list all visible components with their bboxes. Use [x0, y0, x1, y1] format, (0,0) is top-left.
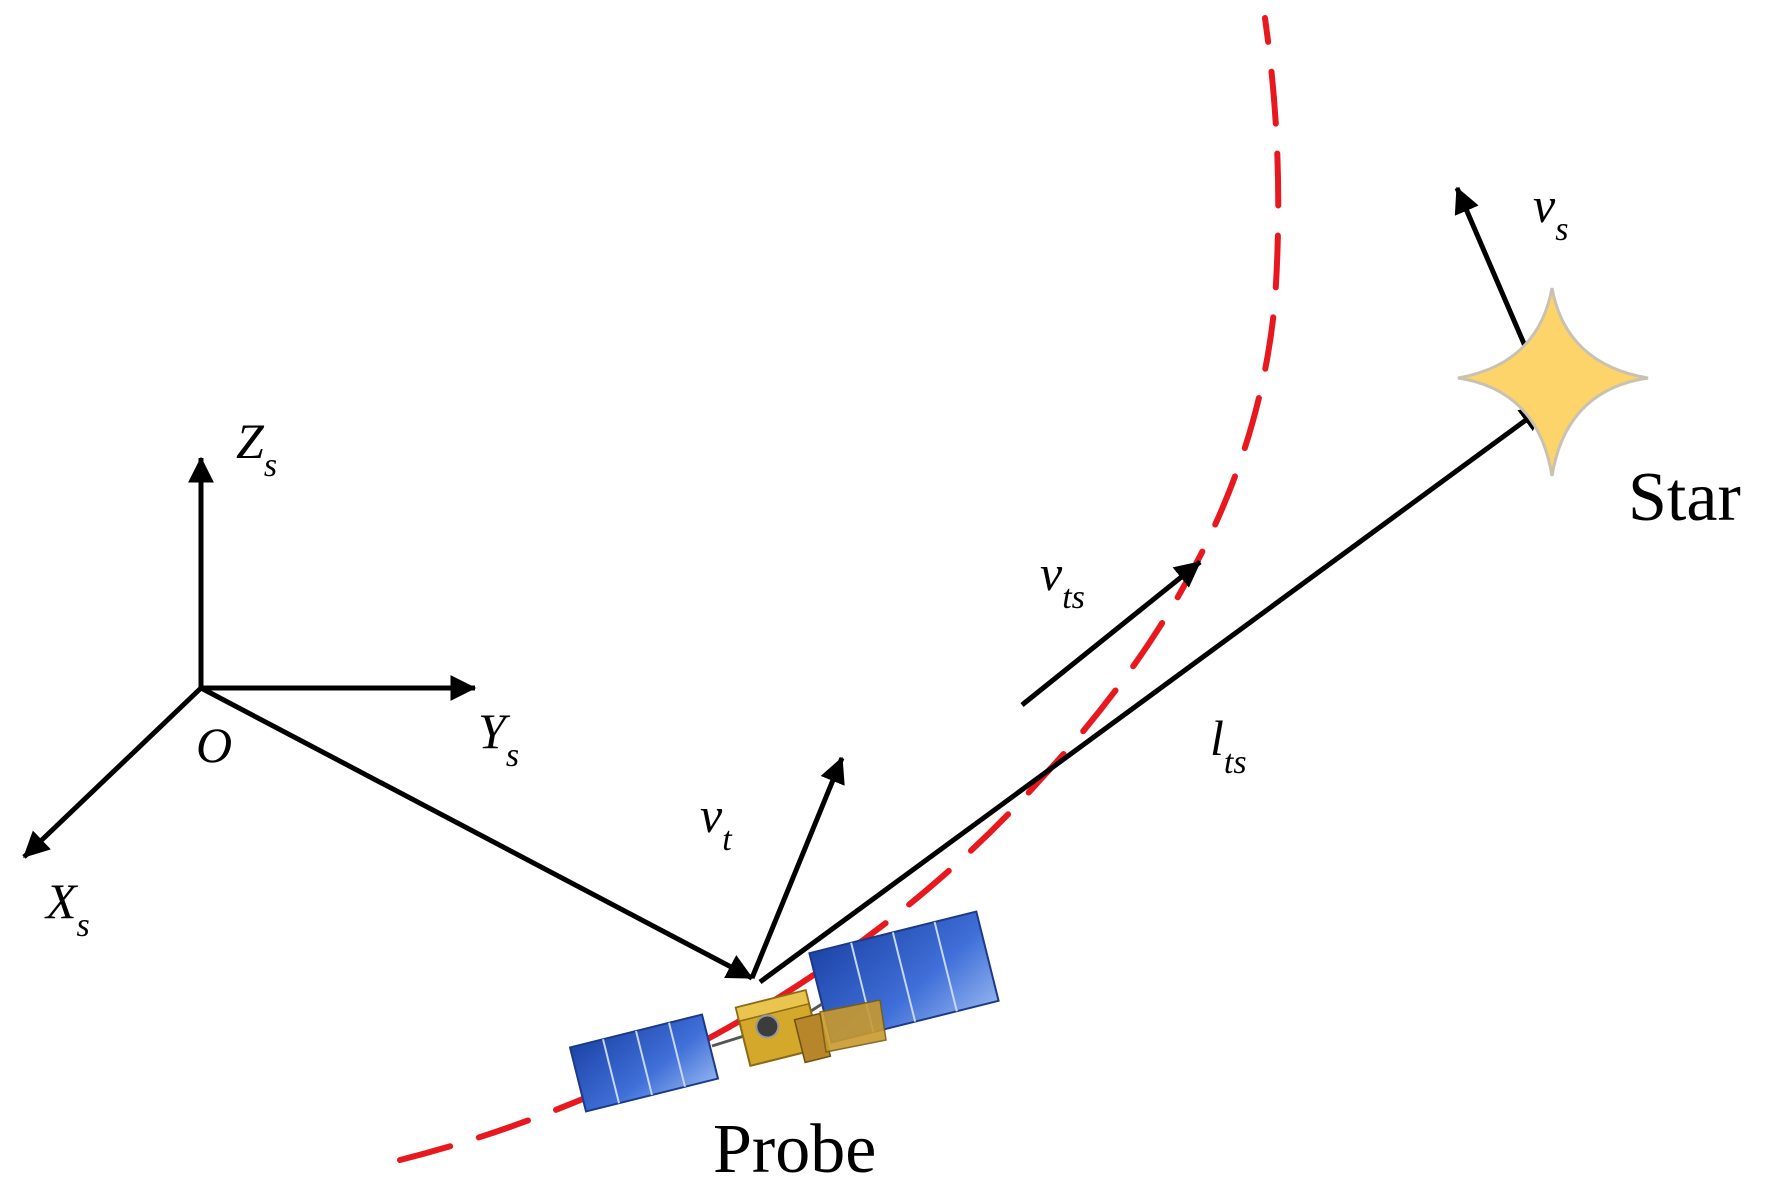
probe-label: Probe [713, 1111, 876, 1188]
coordinate-axes [22, 186, 1547, 985]
satellite-icon [568, 910, 1000, 1113]
four-point-star-icon [1457, 287, 1649, 477]
x-axis-label: Xs [44, 873, 90, 944]
probe-position-vector [199, 685, 754, 981]
l-ts-vector [758, 403, 1547, 985]
v-s-vector [1454, 186, 1531, 354]
y-axis-label: Ys [478, 703, 519, 774]
l-ts-label: lts [1210, 710, 1247, 781]
x-axis-arrow [22, 686, 203, 859]
v-s-label: vs [1533, 177, 1568, 248]
v-ts-label: vts [1040, 545, 1085, 616]
z-axis-label: Zs [236, 413, 277, 484]
origin-label: O [196, 717, 232, 773]
v-ts-vector [1020, 560, 1202, 707]
star-label: Star [1628, 459, 1741, 536]
orbit-trajectory [397, 15, 1282, 1163]
v-t-label: vt [700, 787, 733, 858]
v-t-vector [749, 756, 845, 979]
